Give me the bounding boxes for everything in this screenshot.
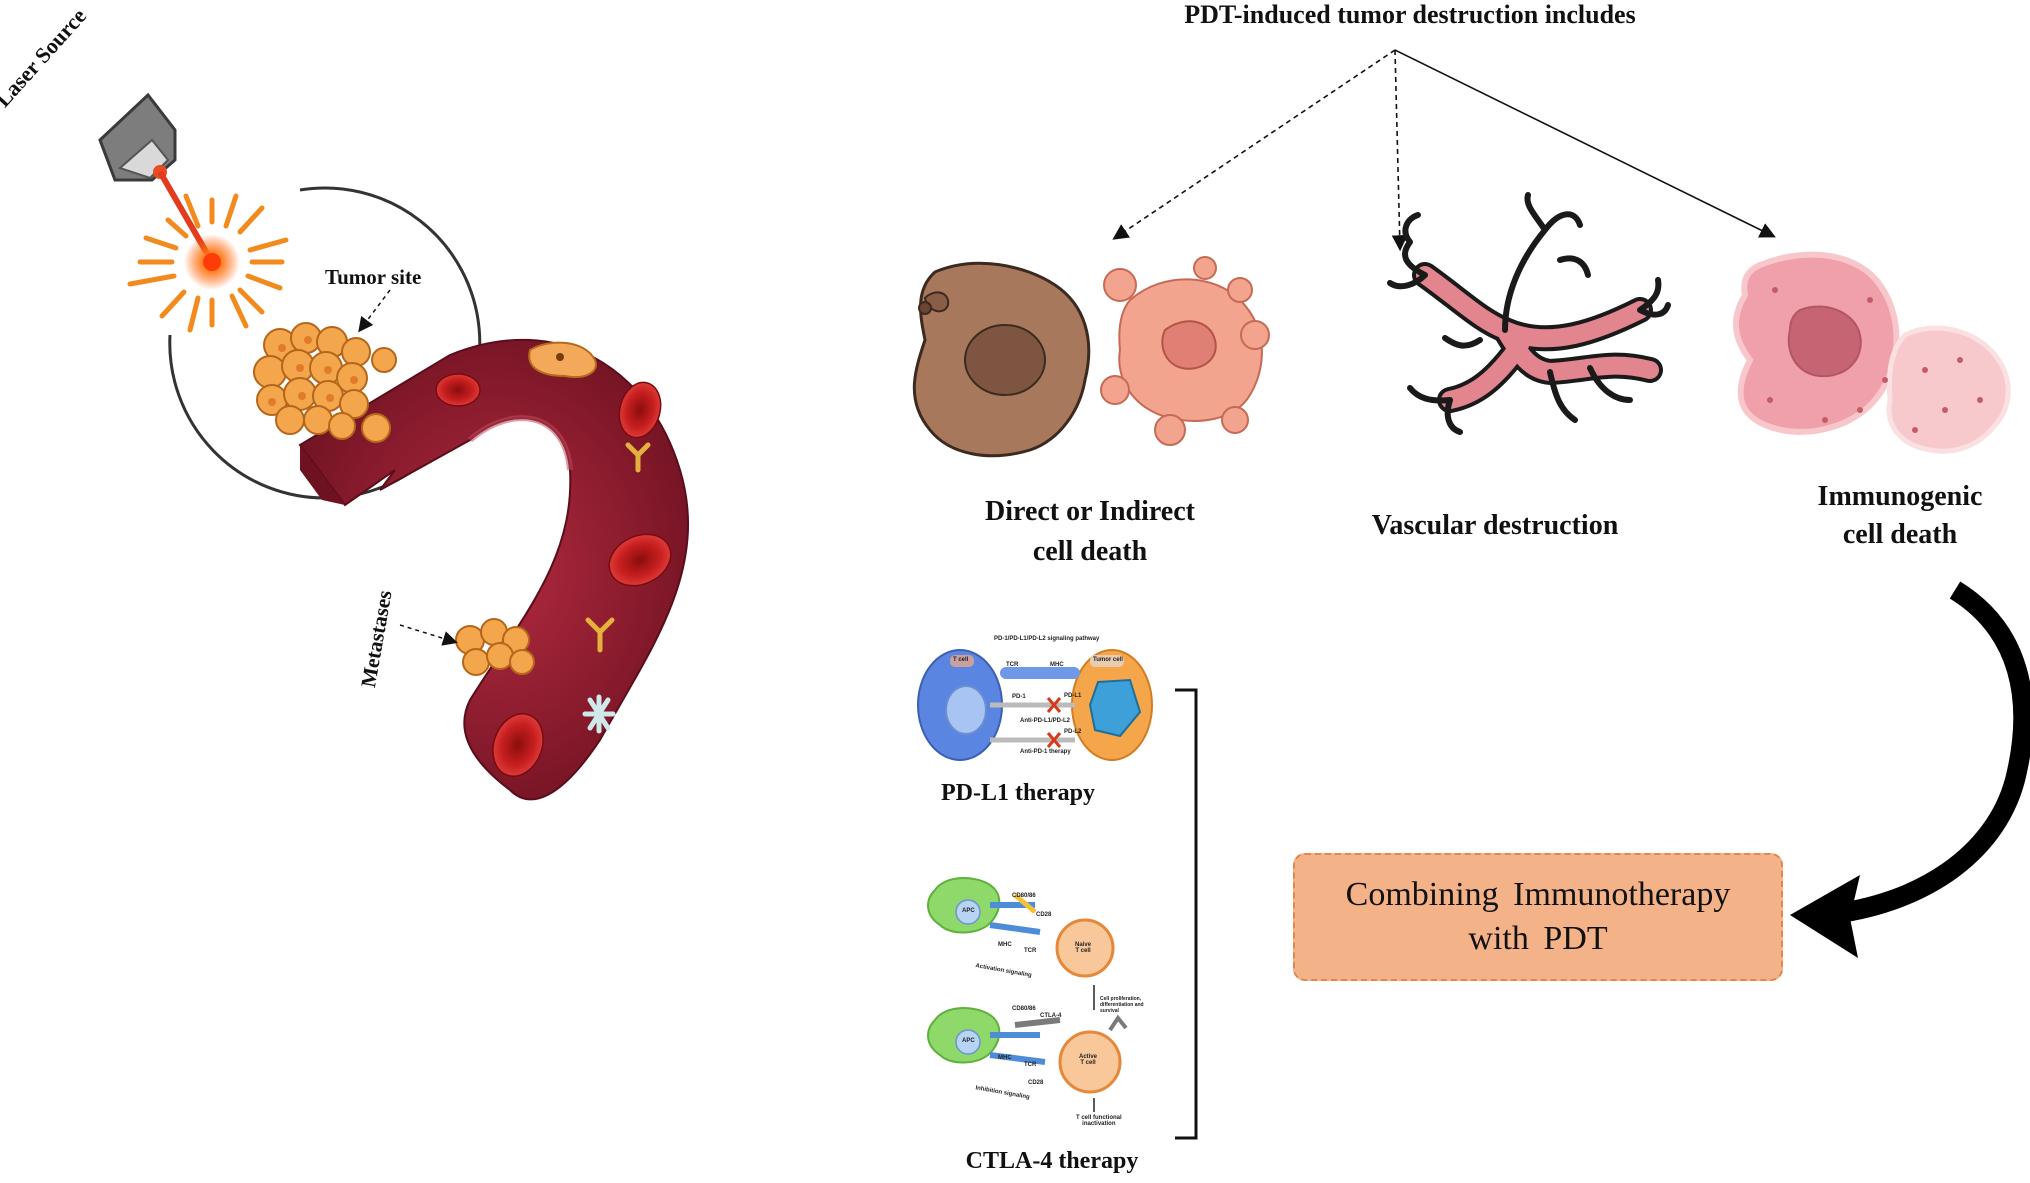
tumor-nuclei <box>268 336 358 406</box>
ctla4-cd8086-tag-1: CD80/86 <box>1012 893 1036 899</box>
immune-cell-icon <box>582 694 616 734</box>
ctla4-inset <box>927 877 1128 1112</box>
ctla4-tcr-tag-1: TCR <box>1024 948 1037 954</box>
tumor-cluster <box>253 322 397 443</box>
pdl1-tcr-tag: TCR <box>1006 662 1019 668</box>
outcome-label-immunogenic-cell-death: Immunogenic cell death <box>1817 481 1983 550</box>
laser-device <box>98 92 482 500</box>
ctla4-prolif-tag: Cell proliferation, differentiation and … <box>1100 996 1144 1014</box>
immunogenic-cell <box>1732 251 2011 454</box>
outcome-label-direct-cell-death: Direct or Indirect cell death <box>985 496 1195 567</box>
ctla4-apc-tag-1: APC <box>962 908 975 914</box>
laser-rays <box>127 193 289 333</box>
pdl1-tumor-tag: Tumor cell <box>1093 657 1123 663</box>
page-title: PDT-induced tumor destruction includes <box>1184 0 1636 29</box>
active-t-cell <box>1058 1030 1122 1094</box>
pdl1-pd1-tag: PD-1 <box>1012 694 1026 700</box>
ctla4-apc-tag-2: APC <box>962 1038 975 1044</box>
pdl1-tcell-tag: T cell <box>953 657 969 663</box>
metastasis-cluster <box>455 618 535 676</box>
necrotic-cell <box>912 261 1091 458</box>
artery-icon <box>1387 192 1671 435</box>
combination-text: Combining Immunotherapy with PDT <box>1345 876 1731 957</box>
combination-box: Combining Immunotherapy with PDT <box>1293 853 1783 981</box>
ctla4-cd28-tag-1: CD28 <box>1036 912 1052 918</box>
red-blood-cells <box>435 373 672 777</box>
ctla4-mhc-tag-1: MHC <box>998 942 1012 948</box>
ctla4-inactivation-tag: T cell functional inactivation <box>1076 1115 1122 1127</box>
pdl1-mhc-tag: MHC <box>1050 662 1064 668</box>
curved-arrow-head <box>1790 875 1860 958</box>
outcome-branch-arrows <box>1112 49 1776 252</box>
ctla4-mhc-tag-2: MHC <box>998 1055 1012 1061</box>
ctla4-tcr-tag-2: TCR <box>1024 1062 1037 1068</box>
curved-arrow-shaft <box>1823 581 2030 925</box>
apoptotic-cell <box>1100 256 1270 446</box>
left-annotation-arrows <box>358 289 458 646</box>
blood-vessel <box>298 338 689 801</box>
tumor-site-label: Tumor site <box>325 265 422 289</box>
pdl1-pdl1-tag: PD-L1 <box>1064 693 1082 699</box>
naive-t-cell <box>1055 918 1115 978</box>
antibody-icons <box>585 442 651 653</box>
pdl1-inset-title: PD-1/PD-L1/PD-L2 signaling pathway <box>994 636 1100 642</box>
blocked-x-icons <box>1046 697 1062 748</box>
ctla4-cd8086-tag-2: CD80/86 <box>1012 1006 1036 1012</box>
ctla4-naive-tag: Naive T cell <box>1075 942 1092 954</box>
pdl1-pdl2-tag: PD-L2 <box>1064 729 1082 735</box>
pdl1-therapy-label: PD-L1 therapy <box>941 780 1095 806</box>
pdl1-inset <box>917 649 1153 761</box>
ctla4-cd28-tag-2: CD28 <box>1028 1080 1044 1086</box>
pdl1-anti-pd1-tag: Anti-PD-1 therapy <box>1020 749 1071 755</box>
pdl1-anti-pdl1-tag: Anti-PD-L1/PD-L2 <box>1020 718 1070 724</box>
therapy-bracket <box>1175 688 1198 1140</box>
ctla4-ctla4-tag: CTLA-4 <box>1040 1013 1062 1019</box>
ctla4-active-tag: Active T cell <box>1079 1054 1098 1066</box>
outcome-label-vascular-destruction: Vascular destruction <box>1371 510 1619 541</box>
ctla4-therapy-label: CTLA-4 therapy <box>965 1148 1139 1174</box>
